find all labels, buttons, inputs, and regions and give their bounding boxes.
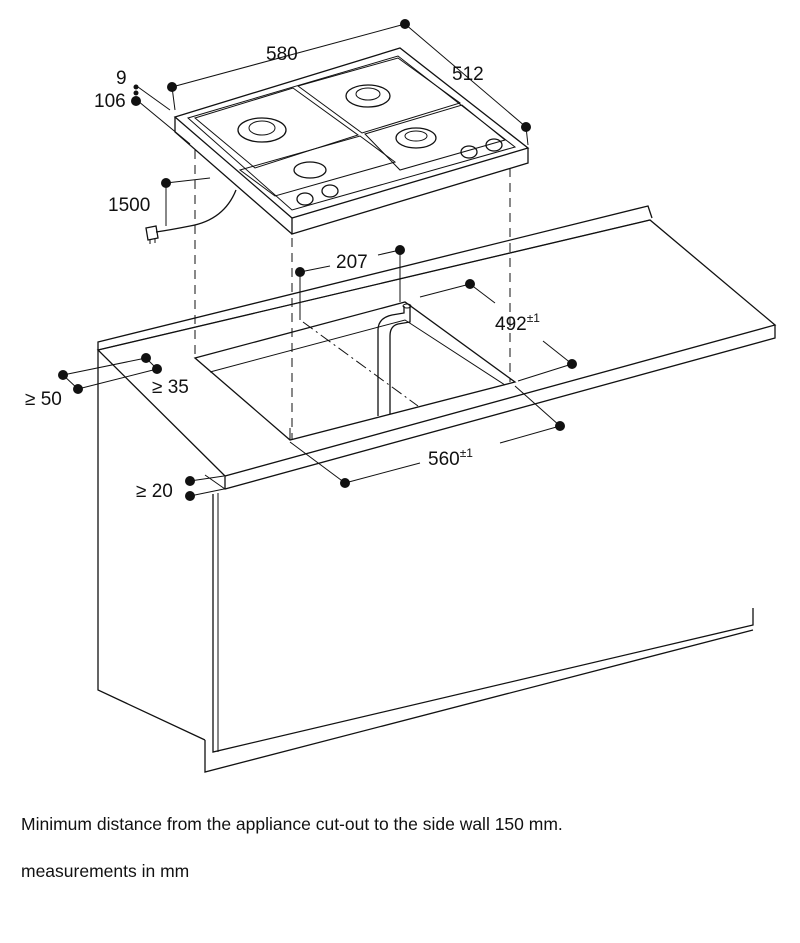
dim-depth: 512 [452,64,484,85]
dim-height-total: 106 [94,91,126,112]
units-note: measurements in mm [21,861,190,881]
dim-cutout-width: 560±1 [428,446,473,470]
dim-min-front: ≥ 35 [152,377,189,398]
dim-cutout-width-tolerance: ±1 [460,446,474,460]
cutout [193,301,517,441]
dimension-labels: 580 512 9 106 1500 207 492±1 560±1 ≥ 50 … [25,44,540,502]
dim-min-side: ≥ 50 [25,389,62,410]
dim-cutout-depth-tolerance: ±1 [527,311,541,325]
cabinet [96,205,777,773]
side-wall-note: Minimum distance from the appliance cut-… [21,814,563,834]
dim-cable-length: 1500 [108,195,150,216]
dim-gas-offset: 207 [336,252,368,273]
dim-cutout-depth: 492±1 [495,311,540,335]
dimension-lines [58,19,577,501]
dim-cutout-depth-value: 492 [495,314,527,335]
dim-height-top: 9 [116,68,127,89]
dim-min-worktop: ≥ 20 [136,481,173,502]
installation-diagram: 580 512 9 106 1500 207 492±1 560±1 ≥ 50 … [25,19,777,773]
projection-lines [194,150,511,440]
gas-hob [145,47,530,244]
dim-cutout-width-value: 560 [428,449,460,470]
dim-width: 580 [266,44,298,65]
